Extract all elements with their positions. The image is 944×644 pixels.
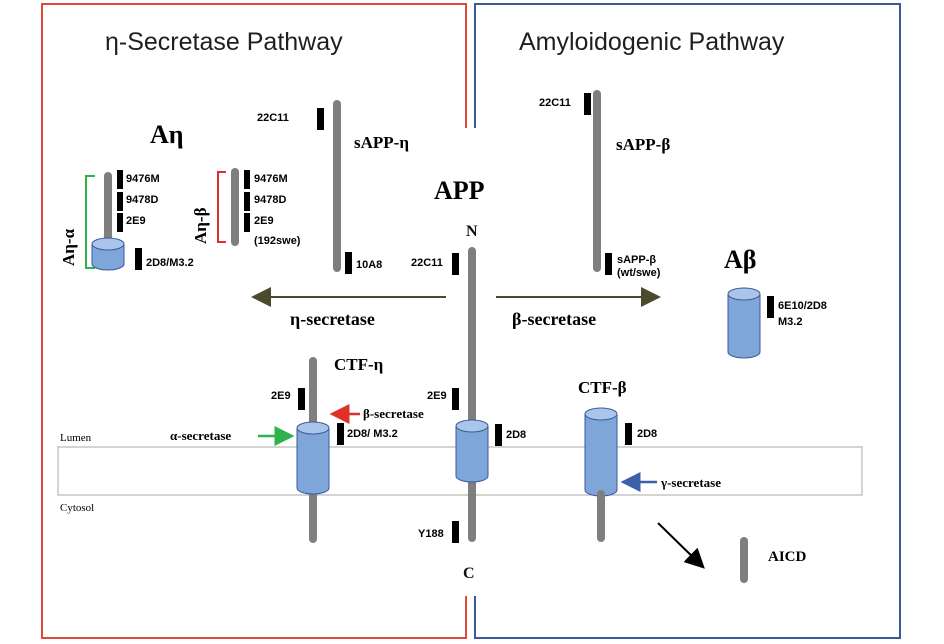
- ctf-eta-beta-secretase-label: β-secretase: [363, 406, 424, 421]
- alpha-secretase-label: α-secretase: [170, 428, 231, 443]
- aicd-label: AICD: [768, 549, 807, 565]
- app-2d8-bar: [495, 424, 502, 446]
- ctf-eta-label: CTF-η: [334, 355, 383, 374]
- sapp-eta-label: sAPP-η: [354, 133, 409, 152]
- a-eta-alpha-label: Aη-α: [59, 228, 78, 266]
- a-eta-beta-ab-3: 2E9: [254, 215, 274, 227]
- a-eta-stub-ab-bar: [135, 248, 142, 270]
- app-y188-label: Y188: [418, 528, 444, 540]
- a-eta-alpha-cylinder: [91, 237, 125, 251]
- a-beta-ab-1: 6E10/2D8: [778, 300, 827, 312]
- gamma-secretase-label: γ-secretase: [660, 475, 721, 490]
- ctf-beta-cylinder: [584, 407, 618, 421]
- app-n-label: N: [466, 223, 478, 240]
- ctf-eta-ab-2d8: 2D8/ M3.2: [347, 428, 398, 440]
- a-eta-beta-label: Aη-β: [191, 207, 210, 244]
- cytosol-label: Cytosol: [60, 502, 94, 514]
- app-rod: [468, 247, 476, 542]
- sapp-eta-ab-top: 22C11: [257, 112, 289, 124]
- sapp-beta-ab-bottom-2: (wt/swe): [617, 267, 661, 279]
- a-eta-stub-ab-label: 2D8/M3.2: [146, 257, 194, 269]
- a-eta-alpha-ab-1: 9476M: [126, 173, 160, 185]
- sapp-beta-ab-top: 22C11: [539, 97, 571, 109]
- app-2d8-label: 2D8: [506, 429, 526, 441]
- a-beta-title: Aβ: [724, 245, 756, 274]
- app-y188-bar: [452, 521, 459, 543]
- sapp-eta-ab-bottom: 10A8: [356, 259, 382, 271]
- a-eta-title: Aη: [150, 120, 184, 149]
- sapp-beta-rod: [593, 90, 601, 272]
- ctf-eta-ab-2e9: 2E9: [271, 390, 291, 402]
- a-beta-cylinder: [727, 287, 761, 301]
- app-22c11-bar: [452, 253, 459, 275]
- app-22c11-label: 22C11: [411, 257, 443, 269]
- a-eta-beta-bracket: [217, 171, 226, 243]
- sapp-beta-label: sAPP-β: [616, 135, 670, 154]
- right-panel-title: Amyloidogenic Pathway: [519, 28, 785, 56]
- a-eta-alpha-bracket: [85, 175, 95, 269]
- app-c-label: C: [463, 565, 475, 582]
- app-title: APP: [434, 176, 485, 205]
- a-eta-alpha-ab-2: 9478D: [126, 194, 158, 206]
- aicd-rod: [740, 537, 748, 583]
- app-2e9-bar: [452, 388, 459, 410]
- a-eta-beta-ab-1: 9476M: [254, 173, 288, 185]
- app-2e9-label: 2E9: [427, 390, 447, 402]
- a-eta-alpha-rod: [104, 172, 112, 244]
- a-eta-alpha-ab-3: 2E9: [126, 215, 146, 227]
- left-panel-border: [41, 3, 467, 639]
- aicd-arrow: [657, 522, 705, 569]
- ctf-eta-cylinder: [296, 421, 330, 435]
- ctf-beta-rod: [597, 490, 605, 542]
- sapp-eta-rod: [333, 100, 341, 272]
- lumen-label: Lumen: [60, 432, 92, 444]
- ctf-beta-label: CTF-β: [578, 378, 627, 397]
- a-eta-beta-ab-4: (192swe): [254, 235, 301, 247]
- sapp-beta-ab-bottom-1: sAPP-β: [617, 254, 656, 266]
- app-cylinder-top: [455, 419, 489, 433]
- app-cylinder-body: [456, 426, 488, 476]
- a-eta-beta-ab-2: 9478D: [254, 194, 286, 206]
- a-eta-beta-rod: [231, 168, 239, 246]
- ctf-beta-ab-2d8: 2D8: [637, 428, 657, 440]
- beta-secretase-label: β-secretase: [512, 309, 596, 329]
- right-panel-border: [474, 3, 901, 639]
- left-panel-title: η-Secretase Pathway: [105, 28, 343, 56]
- a-beta-ab-2: M3.2: [778, 316, 802, 328]
- eta-secretase-label: η-secretase: [290, 309, 375, 329]
